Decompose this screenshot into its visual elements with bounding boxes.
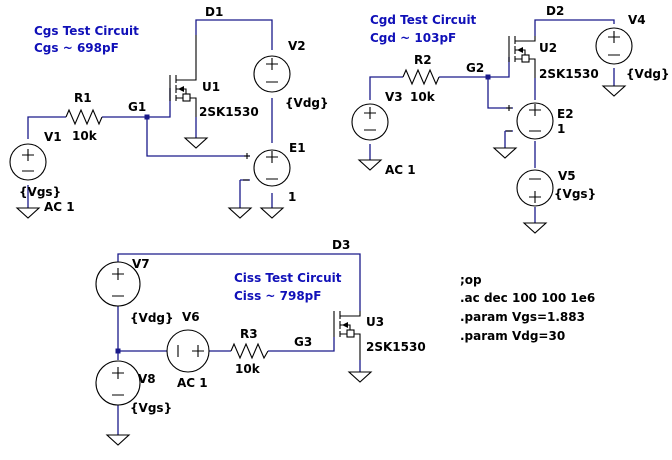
cgd-title: Cgd Test Circuit — [370, 13, 477, 27]
value-r1: 10k — [72, 129, 98, 143]
net-label-g3: G3 — [294, 335, 312, 349]
wire-g2 — [439, 57, 510, 78]
wire-g1-e1 — [146, 117, 250, 157]
source-v3[interactable] — [351, 103, 389, 141]
ground-symbol — [347, 371, 373, 383]
ground-symbol — [522, 222, 548, 234]
ground-symbol — [492, 147, 518, 159]
junction-g1 — [144, 114, 150, 120]
ciss-result: Ciss ~ 798pF — [234, 289, 321, 303]
ground-symbol — [15, 207, 41, 219]
label-v8: V8 — [138, 372, 156, 386]
vcvs-e2[interactable] — [506, 102, 554, 140]
value-v5: {Vgs} — [554, 187, 596, 201]
label-v1: V1 — [44, 130, 62, 144]
wire-g2-e2 — [487, 77, 513, 109]
ground-symbol — [183, 137, 209, 149]
wire-d1 — [195, 19, 273, 50]
source-v7[interactable] — [95, 261, 141, 307]
mosfet-u2[interactable] — [508, 36, 536, 78]
ac-v1: AC 1 — [44, 200, 75, 214]
ground-symbol — [259, 207, 285, 219]
net-label-g1: G1 — [128, 100, 146, 114]
net-label-d2: D2 — [546, 4, 564, 18]
cgd-result: Cgd ~ 103pF — [370, 31, 456, 45]
label-e1: E1 — [289, 141, 306, 155]
value-r2: 10k — [410, 90, 436, 104]
cgs-circuit: Cgs Test Circuit Cgs ~ 698pF D1 G1 R1 10… — [9, 5, 329, 219]
junction-g2 — [485, 74, 491, 80]
source-v8[interactable] — [95, 360, 141, 406]
wire-g3 — [268, 337, 335, 352]
ac-v3: AC 1 — [385, 163, 416, 177]
value-v4: {Vdg} — [626, 67, 670, 81]
mosfet-u3[interactable] — [333, 311, 361, 360]
ciss-title: Ciss Test Circuit — [234, 271, 342, 285]
label-v4: V4 — [628, 13, 646, 27]
value-v2: {Vdg} — [285, 96, 329, 110]
ground-symbol — [601, 85, 627, 97]
resistor-r3[interactable] — [230, 342, 269, 360]
resistor-r1[interactable] — [65, 108, 103, 126]
source-v2[interactable] — [253, 55, 291, 93]
vcvs-e1[interactable] — [243, 149, 291, 187]
label-u1: U1 — [202, 80, 220, 94]
value-v7: {Vdg} — [130, 311, 174, 325]
ciss-circuit: Ciss Test Circuit Ciss ~ 798pF D3 G3 V7 … — [95, 238, 426, 446]
wire-v3-r2 — [369, 76, 403, 100]
resistor-r2[interactable] — [402, 68, 440, 86]
ground-symbol — [357, 159, 383, 171]
directive-line[interactable]: .ac dec 100 100 1e6 — [460, 291, 595, 305]
cgs-result: Cgs ~ 698pF — [34, 41, 119, 55]
directive-line[interactable]: .param Vdg=30 — [460, 329, 565, 343]
ground-symbol — [105, 434, 131, 446]
directive-line[interactable]: .param Vgs=1.883 — [460, 310, 585, 324]
label-v5: V5 — [558, 169, 576, 183]
ground-symbol — [227, 207, 253, 219]
label-u2: U2 — [539, 41, 557, 55]
label-v2: V2 — [288, 39, 306, 53]
wire-d3 — [117, 253, 361, 311]
wire-d2 — [534, 19, 615, 36]
value-v8: {Vgs} — [130, 401, 172, 415]
cgd-circuit: Cgd Test Circuit Cgd ~ 103pF D2 G2 R2 10… — [351, 4, 670, 234]
source-v5[interactable] — [516, 169, 554, 207]
value-r3: 10k — [235, 362, 261, 376]
wire-e2-minus — [504, 130, 513, 148]
net-label-d3: D3 — [332, 238, 350, 252]
model-u1: 2SK1530 — [199, 105, 259, 119]
spice-directives: ;op .ac dec 100 100 1e6 .param Vgs=1.883… — [460, 273, 595, 343]
source-v4[interactable] — [595, 27, 633, 65]
model-u3: 2SK1530 — [366, 340, 426, 354]
wire-e1-minus — [239, 179, 250, 208]
source-v6[interactable] — [166, 329, 210, 373]
ac-v6: AC 1 — [177, 376, 208, 390]
directive-line[interactable]: ;op — [460, 273, 482, 287]
value-v1: {Vgs} — [19, 185, 61, 199]
label-e2: E2 — [557, 107, 574, 121]
label-r2: R2 — [414, 53, 432, 67]
gain-e2: 1 — [557, 122, 565, 136]
label-r3: R3 — [240, 327, 258, 341]
net-label-d1: D1 — [205, 5, 223, 19]
label-v3: V3 — [385, 90, 403, 104]
label-r1: R1 — [74, 91, 92, 105]
label-v7: V7 — [132, 257, 150, 271]
mosfet-u1[interactable] — [169, 35, 197, 117]
net-label-g2: G2 — [466, 61, 484, 75]
source-v1[interactable] — [9, 143, 47, 181]
model-u2: 2SK1530 — [539, 67, 599, 81]
cgs-title: Cgs Test Circuit — [34, 24, 139, 38]
gain-e1: 1 — [288, 190, 296, 204]
junction-ciss — [115, 348, 121, 354]
label-u3: U3 — [366, 315, 384, 329]
wire-v1-r1 — [27, 116, 66, 139]
label-v6: V6 — [182, 310, 200, 324]
